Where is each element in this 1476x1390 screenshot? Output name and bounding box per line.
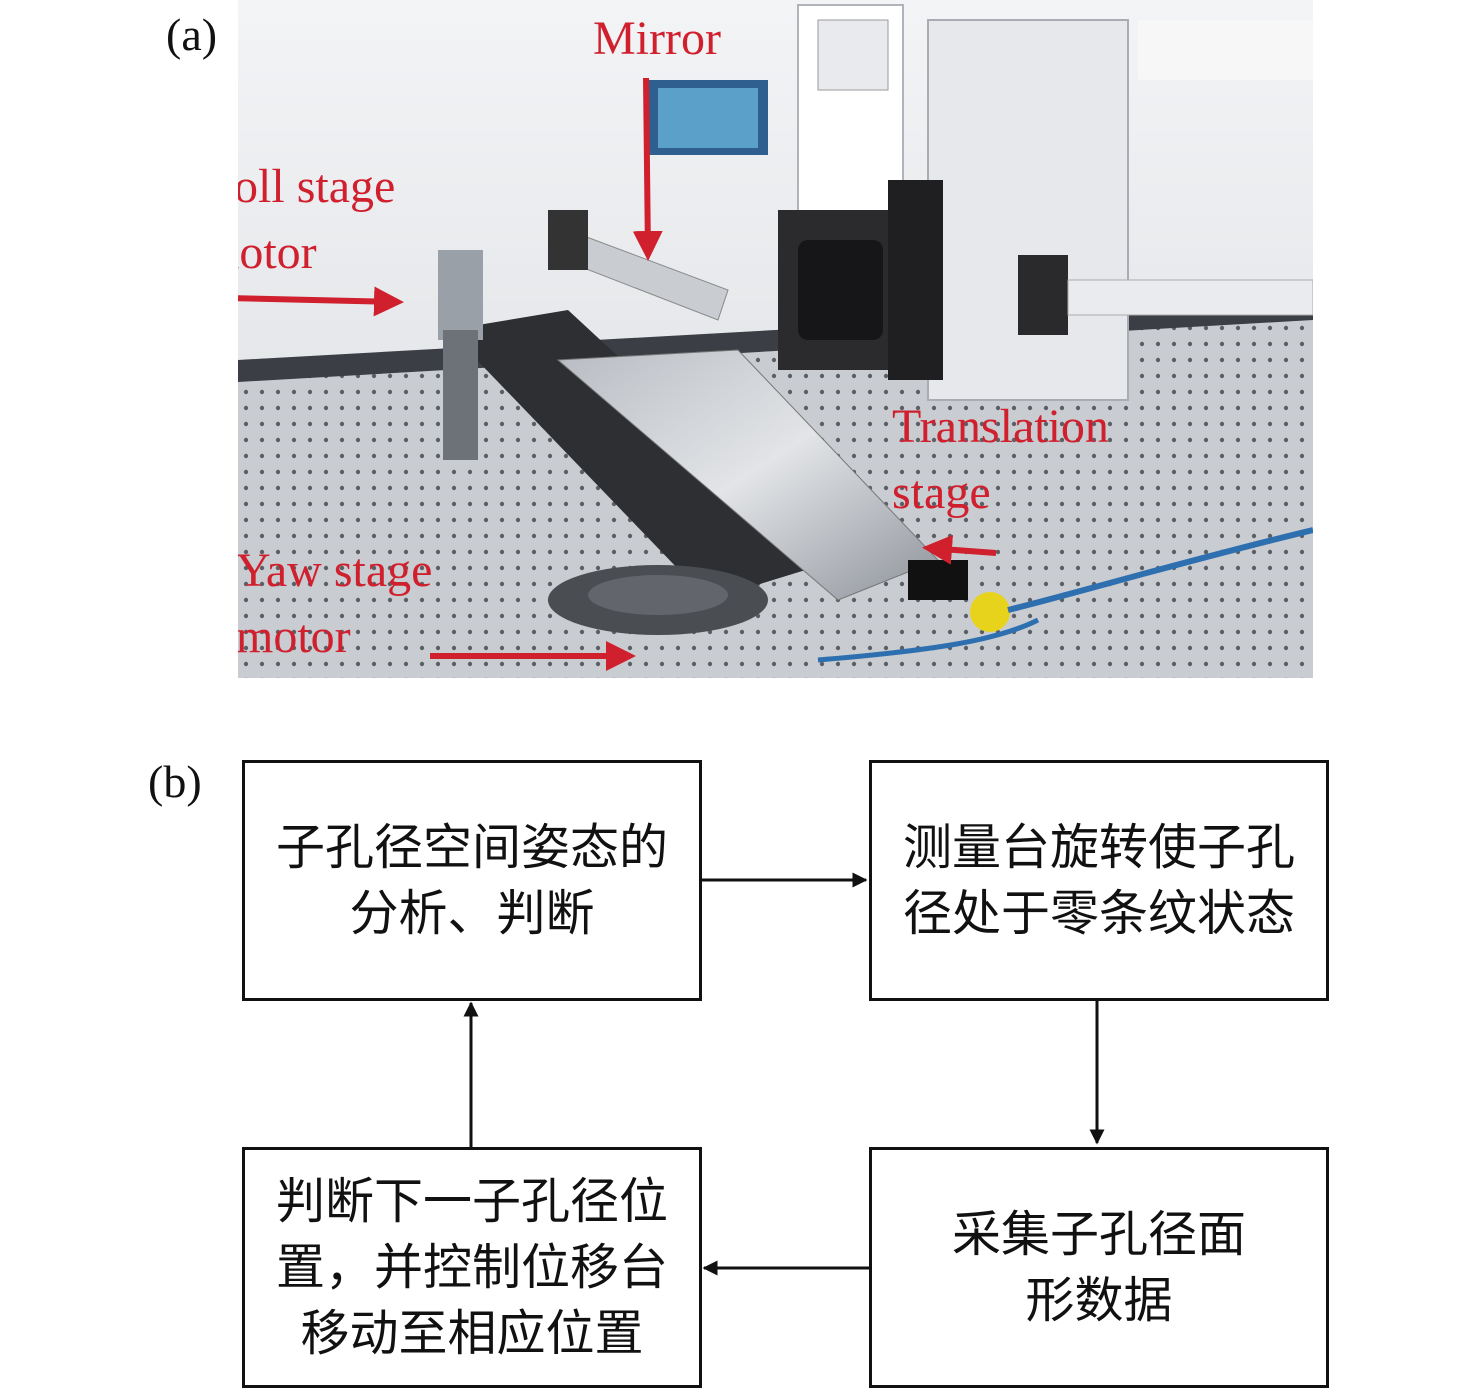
yaw-motor-line1: Yaw stage xyxy=(238,544,432,597)
panel-b-label: (b) xyxy=(148,756,202,807)
box-next-position-text: 判断下一子孔径位 置，并控制位移台 移动至相应位置 xyxy=(275,1172,668,1362)
mirror-label: Mirror xyxy=(593,12,721,65)
mirror-label-text: Mirror xyxy=(593,12,721,65)
box-subaperture-analysis-text: 子孔径空间姿态的 分析、判断 xyxy=(275,818,668,942)
box-collect-surface-data-text: 采集子孔径面 形数据 xyxy=(951,1205,1246,1329)
box-rotate-zero-fringe-text: 测量台旋转使子孔 径处于零条纹状态 xyxy=(902,818,1295,942)
lab-setup-photo: Mirror Roll stage motor Translation stag… xyxy=(238,0,1313,678)
box-subaperture-analysis: 子孔径空间姿态的 分析、判断 xyxy=(242,760,702,1001)
box-rotate-zero-fringe: 测量台旋转使子孔 径处于零条纹状态 xyxy=(869,760,1329,1001)
roll-motor-label: Roll stage motor xyxy=(238,160,407,279)
yaw-motor-label: Yaw stage motor xyxy=(238,544,444,663)
roll-motor-line1: Roll stage xyxy=(238,160,395,213)
box-collect-surface-data: 采集子孔径面 形数据 xyxy=(869,1147,1329,1388)
box-next-position: 判断下一子孔径位 置，并控制位移台 移动至相应位置 xyxy=(242,1147,702,1388)
translation-stage-label: Translation stage xyxy=(892,400,1121,519)
yaw-motor-line2: motor xyxy=(238,610,351,663)
translation-stage-line2: stage xyxy=(892,466,991,519)
panel-a-label: (a) xyxy=(166,9,218,60)
translation-stage-line1: Translation xyxy=(892,400,1109,453)
roll-motor-line2: motor xyxy=(238,226,317,279)
